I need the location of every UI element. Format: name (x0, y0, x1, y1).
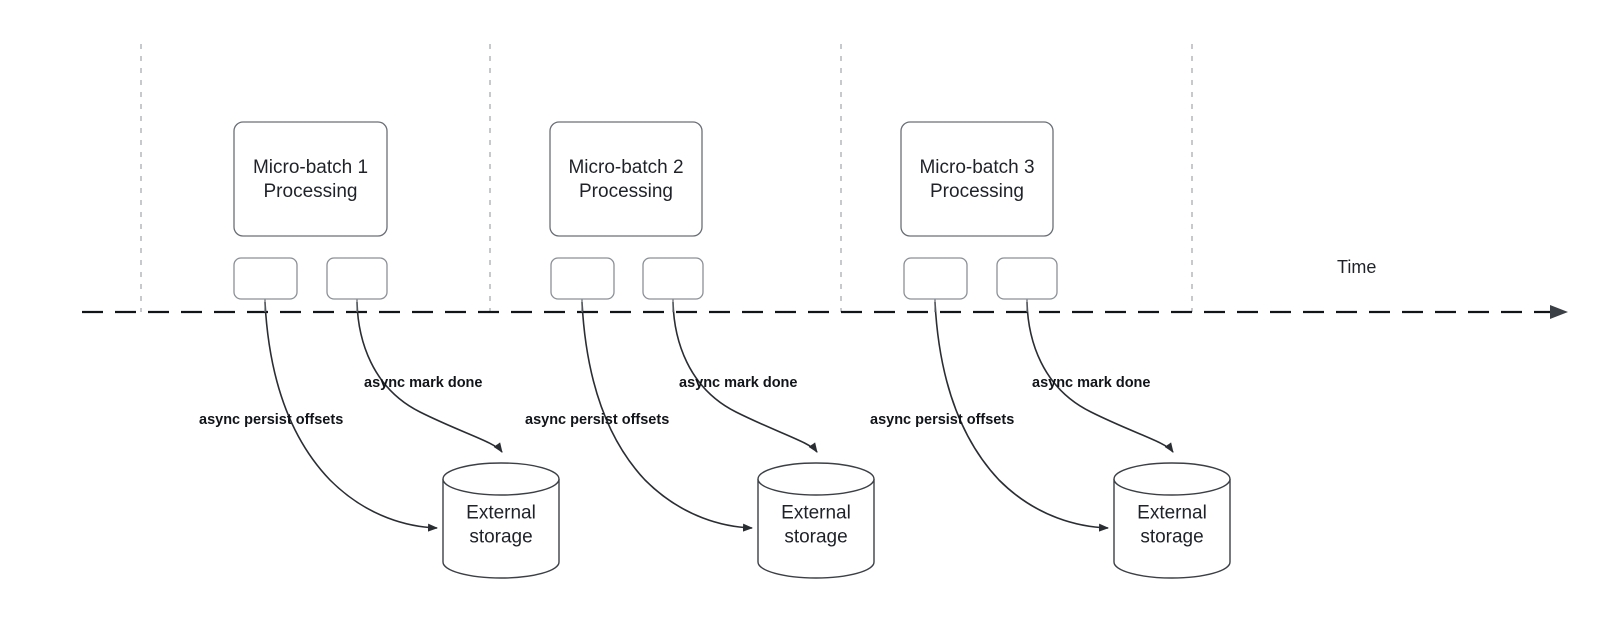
micro-batch-2-box-text: Micro-batch 2 Processing (568, 157, 683, 202)
async-persist-offsets-edge-3-label: async persist offsets (870, 412, 1014, 428)
external-storage-2-body[interactable] (757, 479, 875, 579)
micro-batch-2-task-a[interactable] (550, 257, 615, 300)
external-storage-3-body[interactable] (1113, 479, 1231, 579)
async-mark-done-edge-2 (672, 301, 818, 453)
external-storage-1-line-1: External (466, 503, 536, 524)
micro-batch-3-task-b[interactable] (996, 257, 1058, 300)
external-storage-3-line-2: storage (1140, 527, 1203, 548)
timeline-layer (82, 305, 1568, 319)
micro-batch-1-box-line-1: Micro-batch 1 (253, 157, 368, 178)
micro-batch-3-box-line-2: Processing (930, 181, 1024, 202)
async-mark-done-edge-3-label: async mark done (1032, 375, 1150, 391)
micro-batch-2-box[interactable] (549, 121, 703, 237)
micro-batch-1-box-text: Micro-batch 1 Processing (253, 157, 368, 202)
external-storage-3-top-ellipse (1113, 462, 1231, 496)
tick-lines-layer (140, 44, 1193, 312)
micro-batch-3-box-text: Micro-batch 3 Processing (919, 157, 1034, 202)
micro-batch-1-task-a[interactable] (233, 257, 298, 300)
timeline-arrowhead-icon (1550, 305, 1568, 319)
micro-batch-1-box-line-2: Processing (264, 181, 358, 202)
async-persist-offsets-edge-3 (934, 301, 1109, 532)
async-mark-done-edge-3 (1026, 301, 1174, 453)
external-storage-1-text: External storage (466, 503, 536, 548)
external-storage-2-top-ellipse (757, 462, 875, 496)
external-storage-2-text: External storage (781, 503, 851, 548)
external-storage-1-body[interactable] (442, 479, 560, 579)
external-storage-3-line-1: External (1137, 503, 1207, 524)
labels-layer: Time async persist offsets async mark done… (199, 157, 1376, 548)
external-storage-1-line-2: storage (469, 527, 532, 548)
external-storage-1-top-ellipse (442, 462, 560, 496)
micro-batch-2-box-line-2: Processing (579, 181, 673, 202)
external-storage-2-line-1: External (781, 503, 851, 524)
micro-batch-2-task-b[interactable] (642, 257, 704, 300)
async-persist-offsets-edge-2 (581, 301, 753, 532)
micro-batch-1-task-b[interactable] (326, 257, 388, 300)
edges-layer (264, 301, 1174, 532)
async-persist-offsets-edge-1 (264, 301, 438, 532)
async-persist-offsets-edge-2-label: async persist offsets (525, 412, 669, 428)
async-mark-done-edge-1-label: async mark done (364, 375, 482, 391)
micro-batch-3-box-line-1: Micro-batch 3 (919, 157, 1034, 178)
micro-batch-1-box[interactable] (233, 121, 388, 237)
async-mark-done-edge-1 (356, 301, 503, 453)
micro-batch-2-box-line-1: Micro-batch 2 (568, 157, 683, 178)
external-storage-3-text: External storage (1137, 503, 1207, 548)
micro-batch-3-task-a[interactable] (903, 257, 968, 300)
time-axis-label: Time (1337, 257, 1376, 277)
external-storage-2-line-2: storage (784, 527, 847, 548)
async-mark-done-edge-2-label: async mark done (679, 375, 797, 391)
micro-batch-3-box[interactable] (900, 121, 1054, 237)
async-persist-offsets-edge-1-label: async persist offsets (199, 412, 343, 428)
nodes-layer (233, 121, 1231, 579)
